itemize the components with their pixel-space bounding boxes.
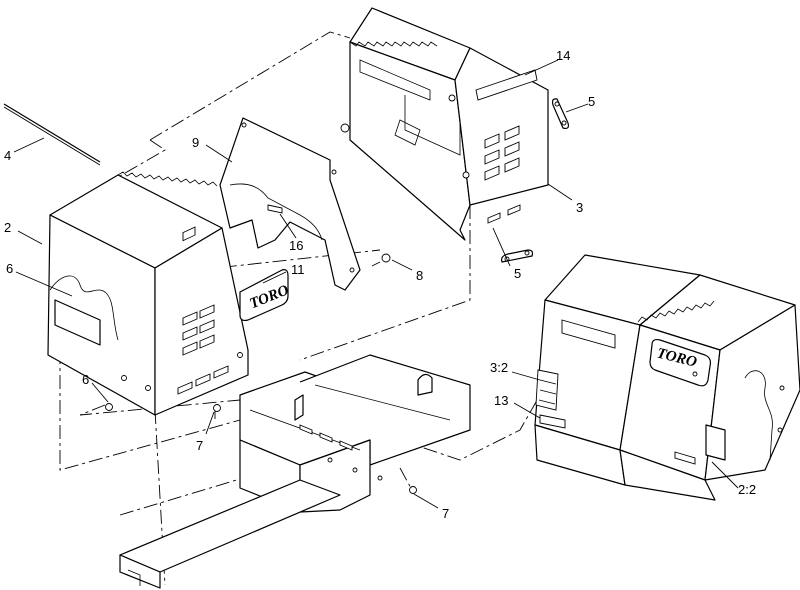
callout-2-2: 2:2 <box>738 482 756 497</box>
callout-6: 6 <box>6 261 13 276</box>
cover-part-2 <box>47 171 249 416</box>
callout-13: 13 <box>494 393 508 408</box>
bolt-part-8 <box>371 253 391 267</box>
callout-3-2: 3:2 <box>490 360 508 375</box>
bolt-part-6 <box>105 403 113 411</box>
link-part-5-lower <box>501 249 534 263</box>
callout-5: 5 <box>514 266 521 281</box>
plate-part-9 <box>219 117 361 291</box>
callout-2: 2 <box>4 220 11 235</box>
callout-16: 16 <box>289 238 303 253</box>
nut-part-7-left <box>213 404 221 412</box>
nut-part-7-right <box>409 486 417 494</box>
rod-part-4 <box>3 103 101 166</box>
callout-11: 11 <box>291 262 305 277</box>
callout-14: 14 <box>556 48 570 63</box>
link-part-5-upper <box>551 98 570 130</box>
frame-chassis <box>119 354 471 589</box>
logo-decal-part-11: TORO <box>239 269 291 322</box>
callout-labels: 4 2 6 6 7 7 9 16 11 8 14 5 5 3 3:2 13 2:… <box>4 48 756 521</box>
callout-9: 9 <box>192 135 199 150</box>
callout-5: 5 <box>588 94 595 109</box>
hood-part-3 <box>340 7 549 241</box>
callout-7: 7 <box>442 506 449 521</box>
callout-6: 6 <box>82 372 89 387</box>
callout-3: 3 <box>576 200 583 215</box>
callout-7: 7 <box>196 438 203 453</box>
assembled-cover-unit: TORO <box>534 254 800 501</box>
leader-lines <box>13 59 739 509</box>
callout-4: 4 <box>4 148 11 163</box>
callout-8: 8 <box>416 268 423 283</box>
